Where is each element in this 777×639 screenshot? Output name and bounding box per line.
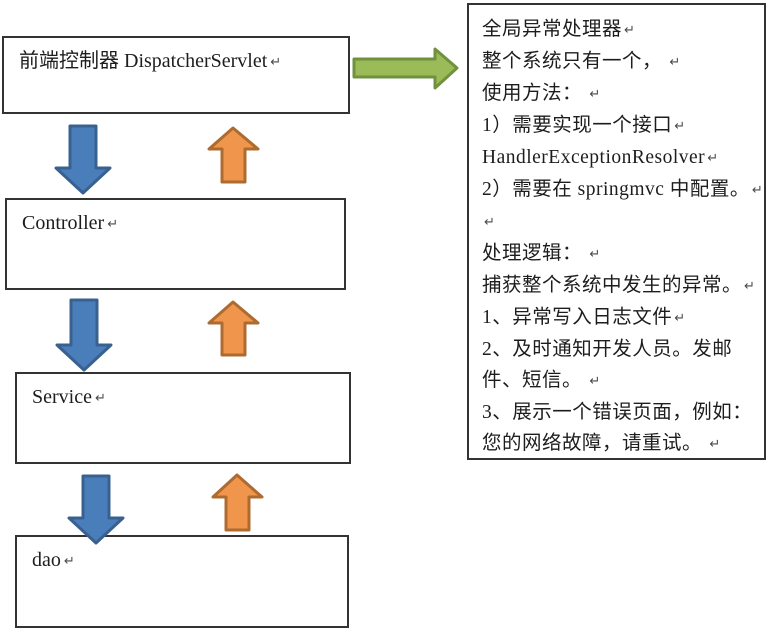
box-dispatcher-label: 前端控制器 DispatcherServlet [19,50,268,72]
note-line: 1）需要实现一个接口↵ [482,110,756,142]
box-controller: Controller↵ [5,198,346,290]
paragraph-mark-icon: ↵ [107,217,119,232]
note-line-text: 处理逻辑： [482,243,588,264]
box-service-label: Service [32,386,92,408]
note-line-text: 件、短信。 [482,370,588,391]
note-line-text: 2）需要在 springmvc 中配置。 [482,179,750,200]
paragraph-mark-icon: ↵ [669,55,681,70]
paragraph-mark-icon: ↵ [624,23,636,38]
note-line: 捕获整个系统中发生的异常。↵ [482,270,756,302]
up-arrow-icon [211,473,264,532]
box-service: Service↵ [15,372,351,464]
paragraph-mark-icon: ↵ [589,374,601,389]
box-dao: dao↵ [15,535,349,628]
note-line-text: 使用方法： [482,83,588,104]
note-line-text: 1、异常写入日志文件 [482,307,673,328]
note-line-text: 全局异常处理器 [482,19,623,40]
note-line: 您的网络故障，请重试。 ↵ [482,428,756,458]
paragraph-mark-icon: ↵ [94,391,106,406]
down-arrow-icon [55,298,113,372]
paragraph-mark-icon: ↵ [674,311,686,326]
up-arrow-icon [207,126,260,184]
note-line: 处理逻辑： ↵ [482,238,756,270]
note-line-text: 3、展示一个错误页面，例如： [482,402,753,423]
box-dao-label: dao [32,549,61,571]
note-line: 1、异常写入日志文件↵ [482,302,756,334]
paragraph-mark-icon: ↵ [484,215,496,230]
note-line: 整个系统只有一个， ↵ [482,46,756,78]
up-arrow-icon [207,300,260,357]
note-line-text: 1）需要实现一个接口 [482,115,673,136]
note-line: ↵ [482,206,756,238]
paragraph-mark-icon: ↵ [63,554,75,569]
note-line: 全局异常处理器↵ [482,14,756,46]
paragraph-mark-icon: ↵ [589,87,601,102]
note-box: 全局异常处理器↵整个系统只有一个， ↵使用方法： ↵1）需要实现一个接口↵Han… [467,3,766,460]
paragraph-mark-icon: ↵ [707,151,719,166]
paragraph-mark-icon: ↵ [709,437,721,452]
paragraph-mark-icon: ↵ [744,279,756,294]
paragraph-mark-icon: ↵ [589,247,601,262]
right-arrow-icon [352,47,459,90]
note-line-text: 整个系统只有一个， [482,51,668,72]
down-arrow-icon [67,474,125,545]
note-line: 2、及时通知开发人员。发邮 [482,334,756,365]
note-line-text: HandlerExceptionResolver [482,147,706,168]
box-dispatcher-servlet: 前端控制器 DispatcherServlet↵ [2,36,350,114]
paragraph-mark-icon: ↵ [674,119,686,134]
note-line: 使用方法： ↵ [482,78,756,110]
note-line-text: 2、及时通知开发人员。发邮 [482,339,733,360]
note-line: 件、短信。 ↵ [482,365,756,397]
box-controller-label: Controller [22,212,105,234]
note-lines: 全局异常处理器↵整个系统只有一个， ↵使用方法： ↵1）需要实现一个接口↵Han… [482,14,763,458]
note-line: 3、展示一个错误页面，例如： [482,397,756,428]
note-line-text: 捕获整个系统中发生的异常。 [482,275,743,296]
paragraph-mark-icon: ↵ [270,55,282,70]
note-line: 2）需要在 springmvc 中配置。↵ [482,174,763,206]
note-line: HandlerExceptionResolver↵ [482,142,756,174]
down-arrow-icon [54,124,112,195]
paragraph-mark-icon: ↵ [751,183,764,198]
note-line-text: 您的网络故障，请重试。 [482,433,708,454]
